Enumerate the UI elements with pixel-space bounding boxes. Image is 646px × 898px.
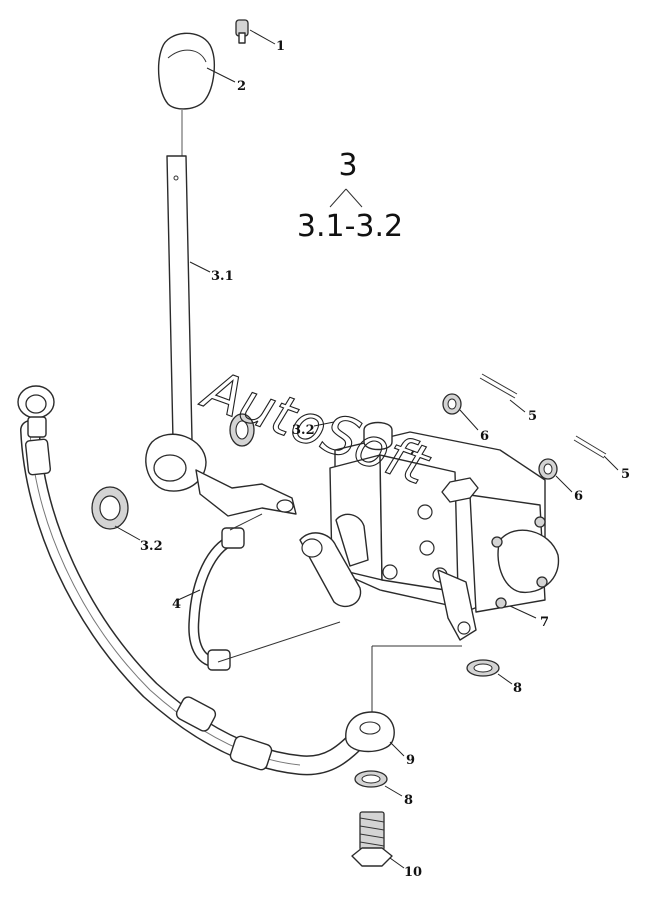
- screw: [235, 19, 249, 44]
- shift-knob: [157, 32, 216, 110]
- callout-3-2-left: 3.2: [140, 539, 163, 554]
- gear-lever: [145, 110, 297, 517]
- leader-lines: [114, 29, 619, 869]
- watermark: AutoSoft: [193, 357, 438, 497]
- cotter-pin-upper: [479, 373, 518, 399]
- callout-6-lower: 6: [574, 489, 583, 504]
- link-rod: [188, 513, 341, 671]
- callout-5-lower: 5: [621, 467, 630, 482]
- bushing-left: [91, 486, 129, 530]
- callout-8-upper: 8: [513, 681, 522, 696]
- callout-3-2-right: 3.2: [292, 423, 315, 438]
- callout-4: 4: [172, 597, 181, 612]
- bushing-right: [229, 413, 255, 447]
- cotter-pin-lower: [573, 435, 607, 459]
- banjo-bolt: [351, 811, 393, 867]
- callout-6-upper: 6: [480, 429, 489, 444]
- callout-7: 7: [540, 615, 549, 630]
- callout-8-lower: 8: [404, 793, 413, 808]
- callout-labels: 1 2 3.1 3.2 3.2 4 5 5 6 6 7 8 9 8 10: [140, 39, 630, 880]
- group-title: 3: [338, 148, 357, 183]
- group-range: 3.1-3.2: [297, 209, 403, 244]
- group-header: 3 3.1-3.2: [297, 148, 403, 244]
- group-bracket: [329, 188, 363, 208]
- sealing-washer-upper: [466, 659, 500, 677]
- washer-upper: [442, 393, 462, 415]
- callout-3-1: 3.1: [211, 269, 234, 284]
- callout-1: 1: [276, 39, 285, 54]
- valve-block: [299, 421, 560, 716]
- banjo-fitting: [345, 711, 395, 753]
- washer-lower: [538, 458, 558, 480]
- callout-5-upper: 5: [528, 409, 537, 424]
- sealing-washer-lower: [354, 770, 388, 788]
- hose-assembly: [17, 385, 372, 776]
- callout-2: 2: [237, 79, 246, 94]
- callout-10: 10: [404, 865, 422, 880]
- callout-9: 9: [406, 753, 415, 768]
